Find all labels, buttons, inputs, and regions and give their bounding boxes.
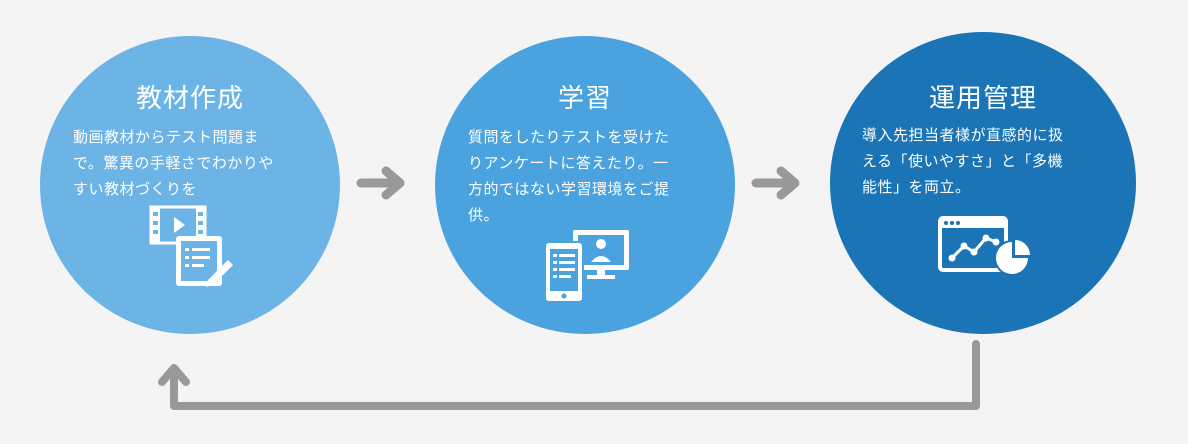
step-circle-learning: 学習 質問をしたりテストを受けた りアンケートに答えたり。一 方的ではない学習環… <box>435 36 735 334</box>
desc-line: で。驚異の手軽さでわかりや <box>73 154 274 172</box>
desc-line: える「使いやすさ」と「多機 <box>862 152 1064 170</box>
desc-line: すい教材づくりを <box>73 180 198 198</box>
step-title: 学習 <box>557 84 612 114</box>
desc-line: りアンケートに答えたり。一 <box>468 154 669 172</box>
tablet-and-monitor-icon <box>544 230 629 303</box>
step-description: 動画教材からテスト問題ま で。驚異の手軽さでわかりや すい教材づくりを <box>73 124 313 202</box>
arrow-step1-to-step2 <box>356 166 405 200</box>
desc-line: 導入先担当者様が直感的に扱 <box>862 126 1064 144</box>
step-description: 導入先担当者様が直感的に扱 える「使いやすさ」と「多機 能性」を両立。 <box>862 122 1107 200</box>
step-circle-operation-management: 運用管理 導入先担当者様が直感的に扱 える「使いやすさ」と「多機 能性」を両立。 <box>830 32 1136 334</box>
step-description: 質問をしたりテストを受けた りアンケートに答えたり。一 方的ではない学習環境をご… <box>468 124 708 228</box>
arrow-loop-back <box>158 340 980 410</box>
analytics-dashboard-icon <box>938 216 1030 276</box>
desc-line: 供。 <box>468 206 500 224</box>
arrow-step2-to-step3 <box>751 166 800 200</box>
step-circle-content-creation: 教材作成 動画教材からテスト問題ま で。驚異の手軽さでわかりや すい教材づくりを <box>40 36 340 334</box>
desc-line: 動画教材からテスト問題ま <box>73 128 260 146</box>
step-title: 教材作成 <box>135 84 244 114</box>
desc-line: 質問をしたりテストを受けた <box>468 128 670 146</box>
desc-line: 能性」を両立。 <box>862 178 971 196</box>
desc-line: 方的ではない学習環境をご提 <box>468 180 670 198</box>
video-and-document-edit-icon <box>149 205 233 287</box>
step-title: 運用管理 <box>928 84 1037 114</box>
